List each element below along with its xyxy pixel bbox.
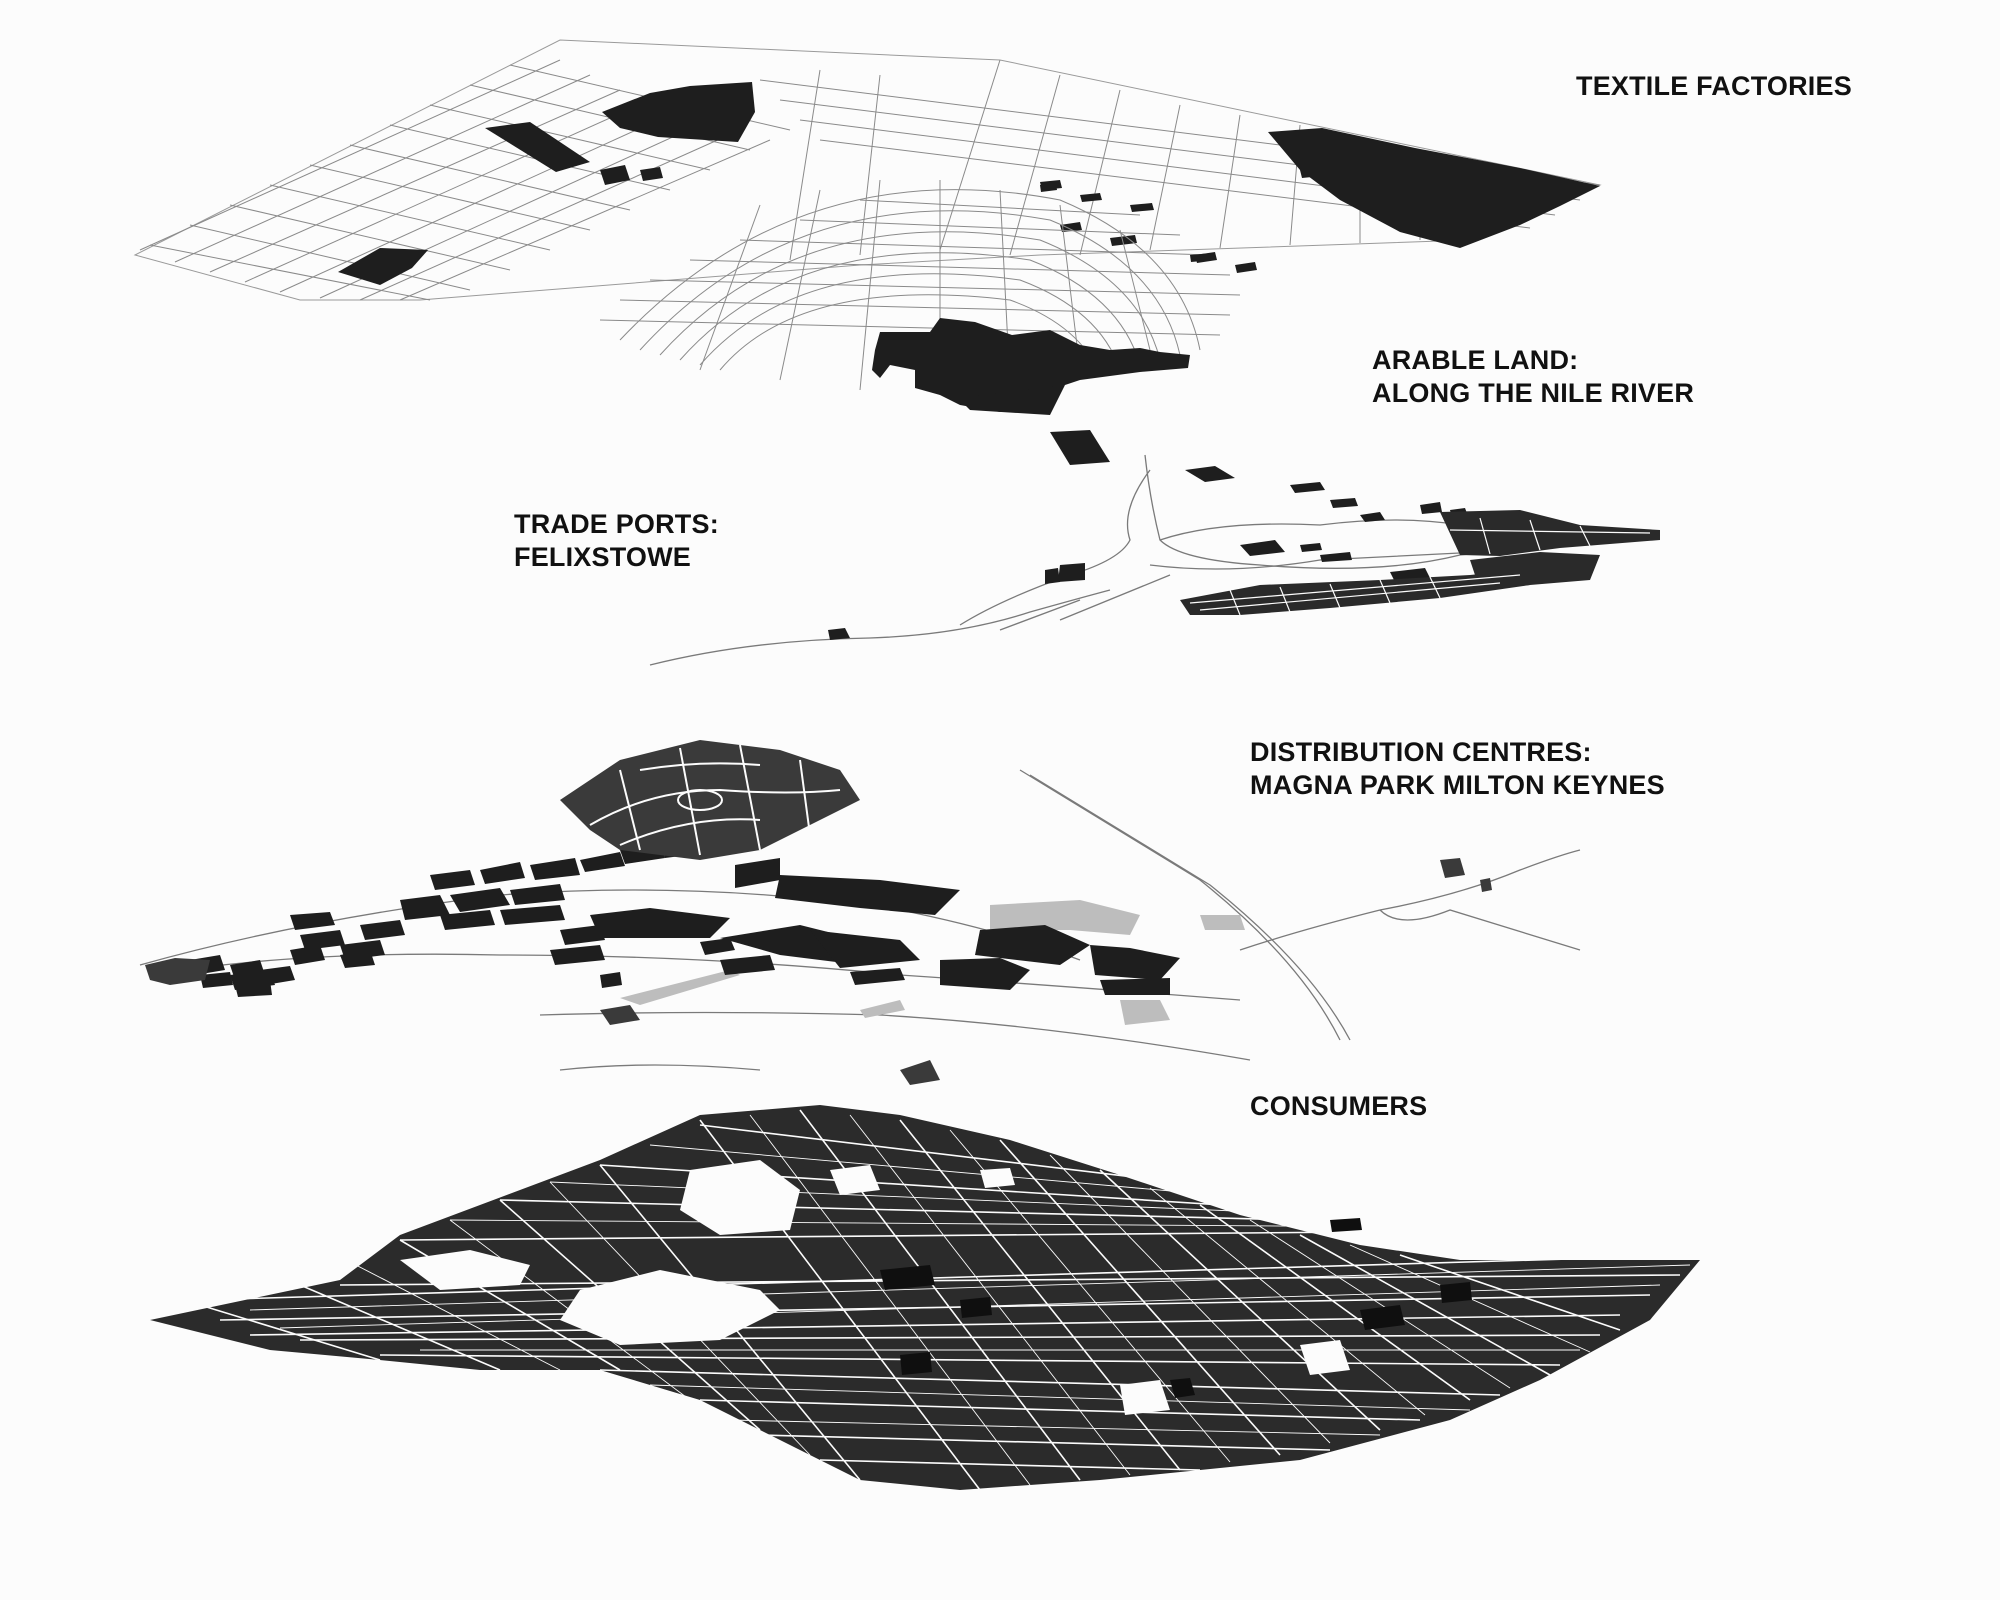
label-trade-ports-line-2: FELIXSTOWE	[514, 542, 692, 572]
distribution-warehouses	[190, 838, 1180, 997]
consumers-city-map	[150, 1105, 1701, 1491]
port-buildings	[828, 430, 1468, 640]
textile-factories-map	[133, 39, 1602, 301]
label-arable-land-line-2: ALONG THE NILE RIVER	[1372, 378, 1695, 408]
label-distribution-centres: DISTRIBUTION CENTRES: MAGNA PARK MILTON …	[1250, 736, 1665, 802]
label-distribution-centres-line-1: DISTRIBUTION CENTRES:	[1250, 737, 1592, 767]
port-roads	[649, 454, 1661, 666]
label-distribution-centres-line-2: MAGNA PARK MILTON KEYNES	[1250, 770, 1665, 800]
textile-factory-buildings	[338, 82, 1600, 285]
label-trade-ports-line-1: TRADE PORTS:	[514, 509, 719, 539]
distribution-green-areas	[620, 900, 1245, 1025]
consumers-open-spaces	[400, 1160, 1350, 1415]
port-town-streets	[1189, 517, 1651, 616]
label-consumers: CONSUMERS	[1250, 1090, 1427, 1123]
label-consumers-line-1: CONSUMERS	[1250, 1091, 1428, 1121]
label-trade-ports: TRADE PORTS: FELIXSTOWE	[514, 508, 719, 574]
arable-field-lines	[599, 179, 1241, 395]
distribution-roads	[139, 769, 1581, 1071]
consumers-large-buildings	[880, 1218, 1472, 1398]
arable-plots	[872, 183, 1213, 415]
label-textile-factories-line-1: TEXTILE FACTORIES	[1576, 71, 1852, 101]
label-arable-land: ARABLE LAND: ALONG THE NILE RIVER	[1372, 344, 1694, 410]
label-textile-factories: TEXTILE FACTORIES	[1576, 70, 1852, 103]
magna-park-map	[139, 740, 1581, 1085]
distribution-housing-streets	[589, 744, 841, 856]
felixstowe-port-map	[649, 430, 1661, 666]
arable-land-map	[599, 179, 1241, 415]
label-arable-land-line-1: ARABLE LAND:	[1372, 345, 1579, 375]
